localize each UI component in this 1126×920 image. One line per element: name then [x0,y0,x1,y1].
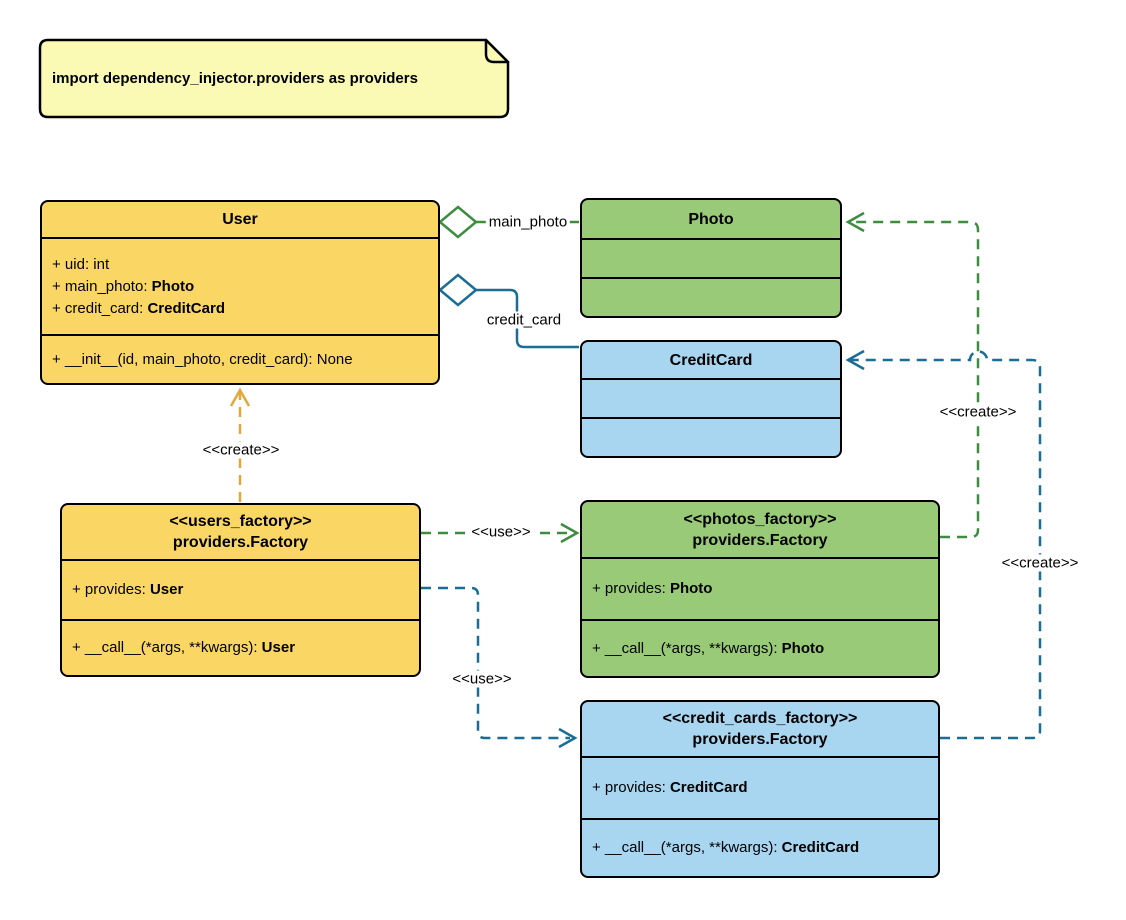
edge-label-use-photos-factory: <<use>> [468,523,534,541]
edge-label-main-photo: main_photo [485,213,571,231]
attribute-line: + credit_card: CreditCard [52,299,225,317]
attributes-compartment: + provides: CreditCard [582,756,938,818]
methods-compartment: + __init__(id, main_photo, credit_card):… [42,334,438,383]
class-title: CreditCard [669,351,753,369]
class-title: providers.Factory [692,731,828,748]
method-line: + __call__(*args, **kwargs): CreditCard [592,839,860,856]
attribute-line: + provides: User [72,581,184,598]
arrowhead-create-credit-card [845,349,865,371]
note-shape [38,38,510,119]
edge-label-use-credit-cards-factory: <<use>> [449,670,515,688]
class-title: providers.Factory [692,531,828,549]
note: import dependency_injector.providers as … [40,40,508,117]
class-photo: Photo [580,198,842,318]
note-fold-icon [484,38,510,64]
method-line: + __init__(id, main_photo, credit_card):… [52,350,353,368]
edge-label-create-user: <<create>> [199,441,283,459]
class-user: User + uid: int + main_photo: Photo + cr… [40,200,440,385]
class-title: providers.Factory [172,534,309,551]
arrowhead-use-credit-cards-factory [558,727,578,749]
attributes-compartment: + provides: User [62,559,419,619]
arrowhead-use-photos-factory [560,522,580,544]
edge-users-factory-credit-cards-factory [421,586,570,740]
attribute-line: + uid: int [52,255,110,273]
attributes-compartment [582,238,840,277]
methods-compartment: + __call__(*args, **kwargs): User [62,619,419,675]
class-photos-factory: <<photos_factory>> providers.Factory + p… [580,500,940,678]
edge-label-create-credit-card: <<create>> [998,554,1082,572]
attributes-compartment: + provides: Photo [582,557,938,619]
edge-photos-factory-photo [850,220,980,539]
aggregation-diamond-main-photo [438,205,478,239]
methods-compartment: + __call__(*args, **kwargs): CreditCard [582,818,938,876]
aggregation-diamond-credit-card [438,273,478,307]
methods-compartment [582,277,840,316]
method-line: + __call__(*args, **kwargs): User [72,639,296,656]
class-header: <<photos_factory>> providers.Factory [582,502,938,557]
attributes-compartment [582,378,840,417]
class-credit-cards-factory: <<credit_cards_factory>> providers.Facto… [580,700,940,878]
arrowhead-create-photo [845,211,865,233]
class-credit-card: CreditCard [580,340,842,458]
class-header: <<users_factory>> providers.Factory [62,505,419,559]
methods-compartment [582,417,840,456]
class-title: User [222,211,258,228]
class-stereotype: <<credit_cards_factory>> [662,710,858,727]
class-header: <<credit_cards_factory>> providers.Facto… [582,702,938,756]
edge-label-create-photo: <<create>> [936,403,1020,421]
attribute-line: + provides: CreditCard [592,779,748,796]
methods-compartment: + __call__(*args, **kwargs): Photo [582,619,938,676]
method-line: + __call__(*args, **kwargs): Photo [592,639,825,657]
attribute-line: + main_photo: Photo [52,277,195,295]
note-label: import dependency_injector.providers as … [52,70,418,87]
class-title: Photo [688,210,734,228]
edge-label-credit-card: credit_card [483,311,565,329]
attributes-compartment: + uid: int + main_photo: Photo + credit_… [42,237,438,334]
class-stereotype: <<users_factory>> [169,513,312,530]
class-users-factory: <<users_factory>> providers.Factory + pr… [60,503,421,677]
arrowhead-create-user [229,387,251,407]
class-stereotype: <<photos_factory>> [683,510,837,528]
attribute-line: + provides: Photo [592,580,713,597]
